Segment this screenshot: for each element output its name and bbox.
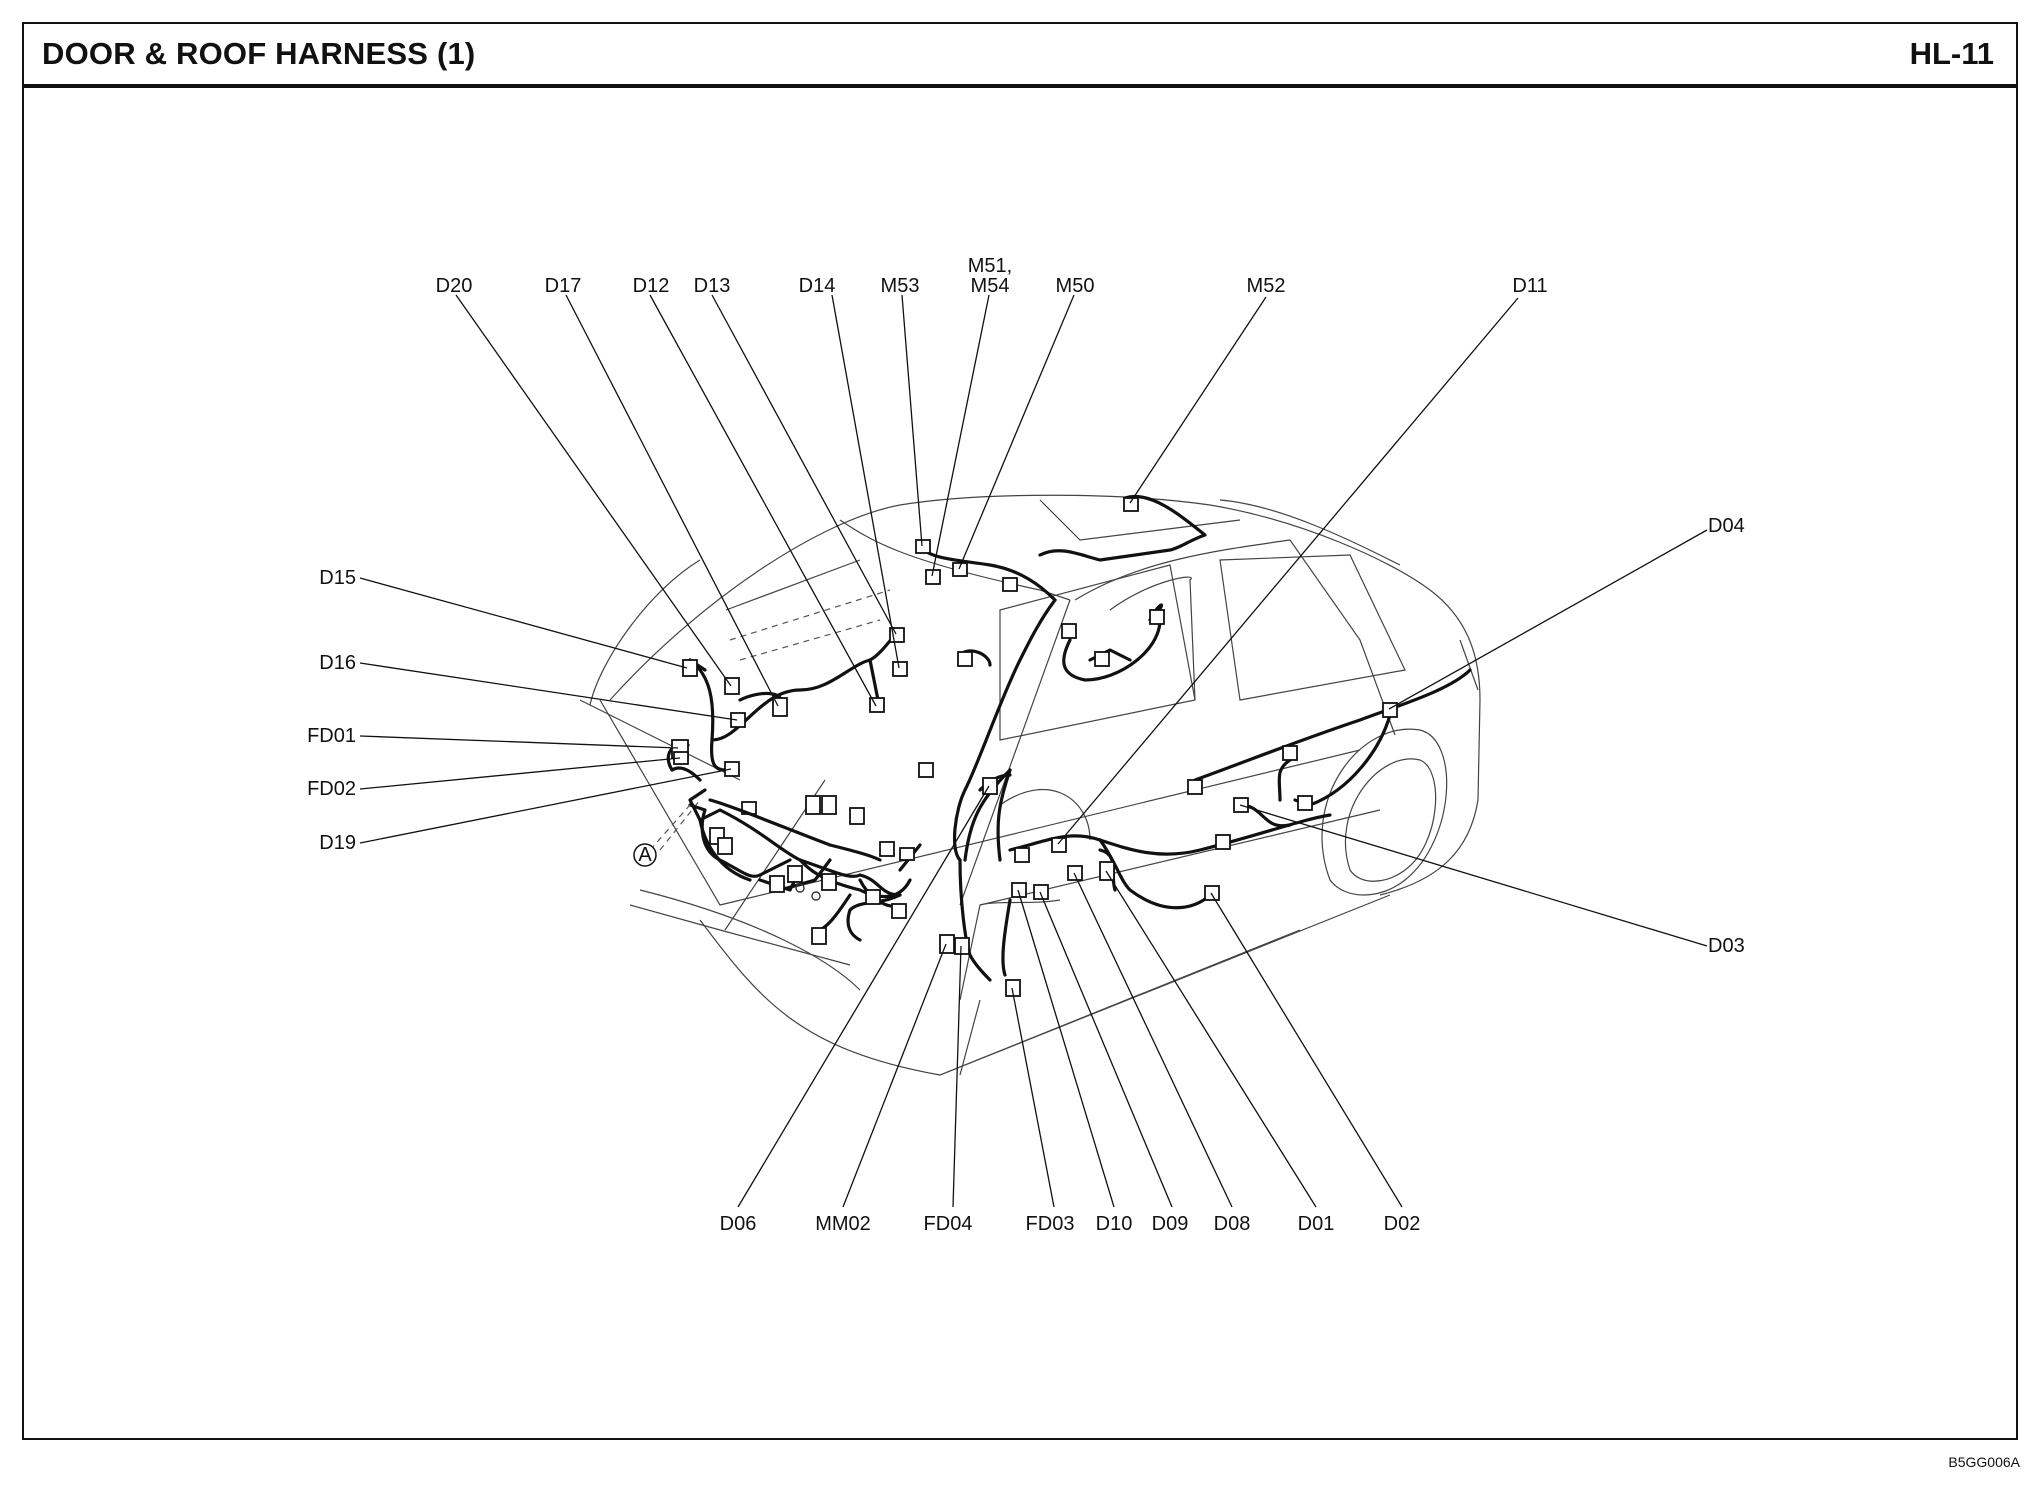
connector-mm02 [939,934,955,954]
page-title: DOOR & ROOF HARNESS (1) [42,36,476,71]
connector-dash-11 [821,873,837,891]
connector-dash-7 [879,841,895,857]
label-d06: D06 [720,1213,757,1235]
leader-lines [359,294,1708,1208]
connector-fd04 [954,937,970,955]
connector-d11 [1051,837,1067,853]
connector-labels: D20 D17 D12 D13 D14 M53 M51, M54 M50 M52… [307,255,1745,1235]
label-fd04: FD04 [924,1213,973,1235]
connector-dome [957,651,973,667]
label-fd03: FD03 [1026,1213,1075,1235]
connector-d01 [1099,861,1115,881]
label-mm02: MM02 [815,1213,871,1235]
hidden-lines [659,589,891,851]
connector-d08 [1067,865,1083,881]
connector-m50 [952,562,968,577]
label-d03: D03 [1708,935,1745,957]
detail-marker-a-label: A [638,844,652,866]
connector-d19 [724,761,740,777]
label-d17: D17 [545,275,582,297]
connector-dash-10 [787,865,803,883]
label-d11: D11 [1512,275,1547,297]
connector-roof [1002,577,1018,592]
connector-m52 [1123,497,1139,512]
connector-dash-6 [849,807,865,825]
connector-d15 [682,659,698,677]
instrument-panel-harness [688,798,882,901]
label-d19: D19 [319,832,356,854]
label-m51: M51, [968,255,1012,277]
connector-rear-pillar [1149,609,1165,625]
label-d13: D13 [694,275,731,297]
connector-dash-a [918,762,934,778]
label-m50: M50 [1056,275,1095,297]
connector-d09 [1033,884,1049,900]
label-d16: D16 [319,652,356,674]
label-d12: D12 [633,275,670,297]
connector-dash-12 [865,889,881,905]
connector-d14 [892,661,908,677]
connector-m53 [915,539,931,554]
connectors [671,497,1398,997]
connector-pillar-upper [1061,623,1077,639]
connector-front-door [1014,847,1030,863]
label-d02: D02 [1384,1213,1421,1235]
connector-d16 [730,712,746,728]
page-frame: DOOR & ROOF HARNESS (1) HL-11 [22,22,2018,1440]
connector-dash-4 [805,795,821,815]
connector-rear-door-lower [1215,834,1231,850]
connector-dash-8 [899,847,915,861]
label-fd01: FD01 [307,725,356,747]
label-d14: D14 [799,275,836,297]
label-fd02: FD02 [307,778,356,800]
page-header: DOOR & ROOF HARNESS (1) HL-11 [24,24,2016,88]
connector-b-pillar [1187,779,1203,795]
connector-dash-2 [717,837,733,855]
harness-wiring [666,494,1472,982]
label-d09: D09 [1152,1213,1189,1235]
car-body-outline [579,494,1481,1076]
label-d08: D08 [1214,1213,1251,1235]
label-d01: D01 [1298,1213,1335,1235]
label-d15: D15 [319,567,356,589]
connector-rear-door-mid [1282,745,1298,761]
connector-dash-9 [769,875,785,893]
label-m54: M54 [971,275,1010,297]
label-d20: D20 [436,275,473,297]
connector-d10 [1011,882,1027,898]
detail-marker-a: A [633,804,691,867]
connector-dash-14 [811,927,827,945]
label-m53: M53 [881,275,920,297]
connector-rear-door-module [1297,795,1313,811]
label-d10: D10 [1096,1213,1133,1235]
connector-d02 [1204,885,1220,901]
label-d04: D04 [1708,515,1745,537]
page-number: HL-11 [1909,36,1994,71]
connector-dash-5 [821,795,837,815]
connector-rear-door-upper [1094,651,1110,667]
figure-code: B5GG006A [1948,1454,2020,1470]
connector-dash-13 [891,903,907,919]
label-m52: M52 [1247,275,1286,297]
